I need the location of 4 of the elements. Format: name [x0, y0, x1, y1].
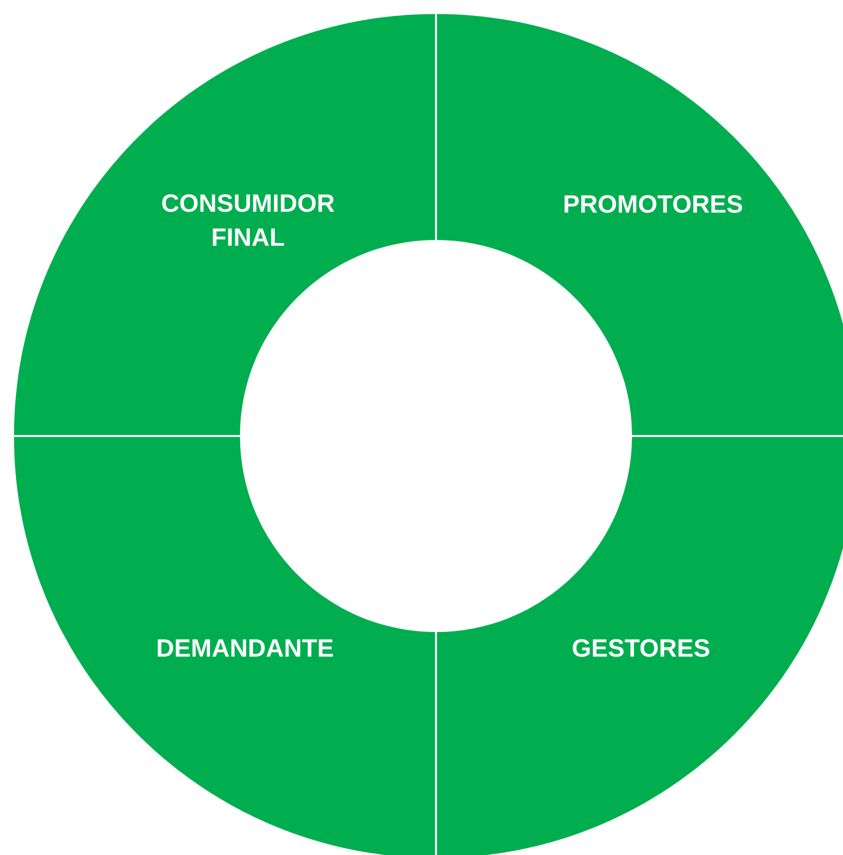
donut-segment: GESTORES [436, 436, 843, 855]
donut-segment: PROMOTORES [436, 14, 843, 436]
donut-segment: DEMANDANTE [14, 436, 436, 855]
donut-segment: CONSUMIDOR FINAL [14, 14, 436, 436]
